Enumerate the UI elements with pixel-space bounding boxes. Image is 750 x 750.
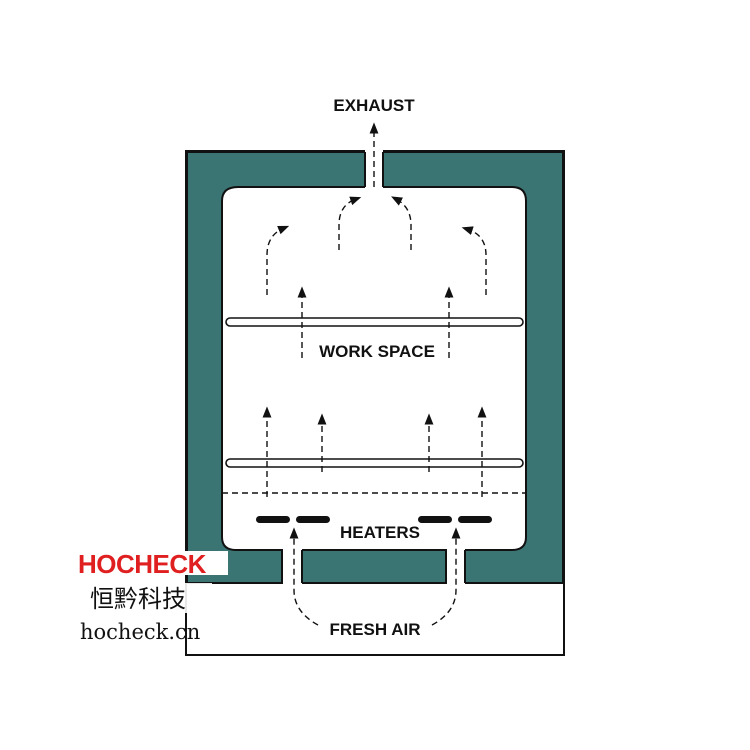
shelf-lower	[225, 458, 524, 468]
airflow-arrow	[266, 225, 290, 295]
website-text: hocheck.cn	[80, 620, 200, 644]
work-space-label: WORK SPACE	[319, 342, 435, 361]
chinese-brand-name: 恒黔科技	[90, 585, 186, 613]
watermark: HOCHECK 恒黔科技 hocheck.cn	[78, 549, 228, 644]
fresh-air-arrow-left	[289, 527, 319, 626]
heaters-label: HEATERS	[340, 523, 420, 542]
airflow-arrow	[391, 196, 412, 250]
brand-logo: HOCHECK	[78, 549, 207, 579]
exhaust-vent	[365, 150, 383, 190]
fresh-air-arrow-right	[431, 527, 461, 626]
exhaust-label: EXHAUST	[333, 96, 415, 115]
fresh-air-intake-right	[447, 549, 465, 585]
fresh-air-label: FRESH AIR	[330, 620, 421, 639]
airflow-arrow	[338, 196, 362, 250]
heater-elements	[256, 516, 492, 523]
shelf-upper	[225, 317, 524, 327]
airflow-arrow	[461, 226, 487, 295]
fresh-air-intake-left	[283, 549, 302, 585]
